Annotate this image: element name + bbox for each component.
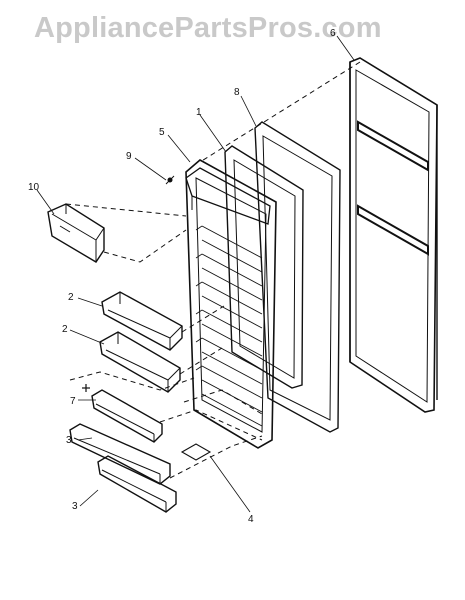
callout-2-upper: 2 <box>68 292 74 303</box>
assembly-guide-lines <box>65 61 361 479</box>
shelf-clip <box>180 443 212 461</box>
clip-marker <box>82 384 90 392</box>
door-gasket <box>254 121 341 433</box>
door-bin-small-3b <box>97 455 177 513</box>
door-bin-small-3a <box>69 423 171 485</box>
callout-1: 1 <box>196 107 202 118</box>
callout-2-lower: 2 <box>62 324 68 335</box>
callout-8: 8 <box>234 87 240 98</box>
callout-5: 5 <box>159 127 165 138</box>
callout-9: 9 <box>126 151 132 162</box>
door-outer-panel <box>349 57 438 413</box>
door-bin-upper <box>101 291 183 351</box>
callout-6: 6 <box>330 28 336 39</box>
callout-4: 4 <box>248 514 254 525</box>
screw <box>165 175 175 185</box>
leader-lines <box>36 35 355 513</box>
dairy-door <box>47 203 105 263</box>
door-breaker-strip <box>224 145 304 389</box>
callout-7: 7 <box>70 396 76 407</box>
watermark: AppliancePartsPros.com <box>34 12 382 44</box>
callout-3-lower: 3 <box>72 501 78 512</box>
callout-10: 10 <box>28 182 40 193</box>
door-bin-small-7 <box>91 389 163 443</box>
door-liner <box>185 159 277 449</box>
callout-labels: 1 2 2 3 3 4 5 6 7 8 9 10 <box>28 28 336 525</box>
door-bin-middle <box>99 331 181 393</box>
callout-3-upper: 3 <box>66 435 72 446</box>
